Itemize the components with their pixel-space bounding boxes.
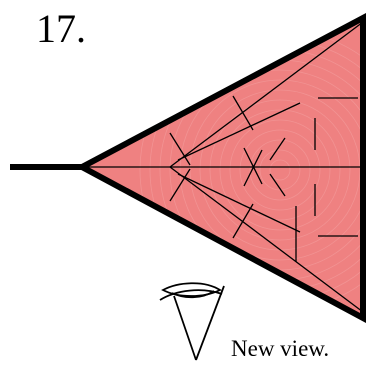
lower-long-crease [169,166,364,313]
paper-outline [75,13,366,324]
step-number: 17. [36,6,86,51]
texture-ring [229,119,331,221]
eye-lid-line [171,290,215,299]
upper-mid-crease [177,102,301,161]
paper-fill [82,18,363,318]
crease-lower-left-diag [169,168,191,202]
crease-right-small-upper [269,137,286,161]
caption-text: New view. [231,336,329,361]
eyelash-line [159,289,223,301]
view-cone-left [173,295,197,361]
view-cone-right [195,285,225,361]
folded-paper [75,13,366,324]
texture-ring [269,159,291,181]
texture-ring [239,129,321,211]
texture-ring [259,149,301,191]
crease-lower-tick [232,203,254,239]
crease-lines [82,21,364,313]
texture-ring [209,99,351,241]
crease-upper-tick [232,95,254,131]
crease-center-slash-a [243,147,263,185]
eye-icon [159,282,225,361]
crease-right-small-lower [269,173,286,197]
crease-upper-left-diag [169,132,191,166]
crease-center-slash-b [243,149,263,187]
texture-ring [249,139,311,201]
texture-ring [219,109,341,231]
upper-long-crease [169,21,364,168]
lower-mid-crease [177,173,301,233]
